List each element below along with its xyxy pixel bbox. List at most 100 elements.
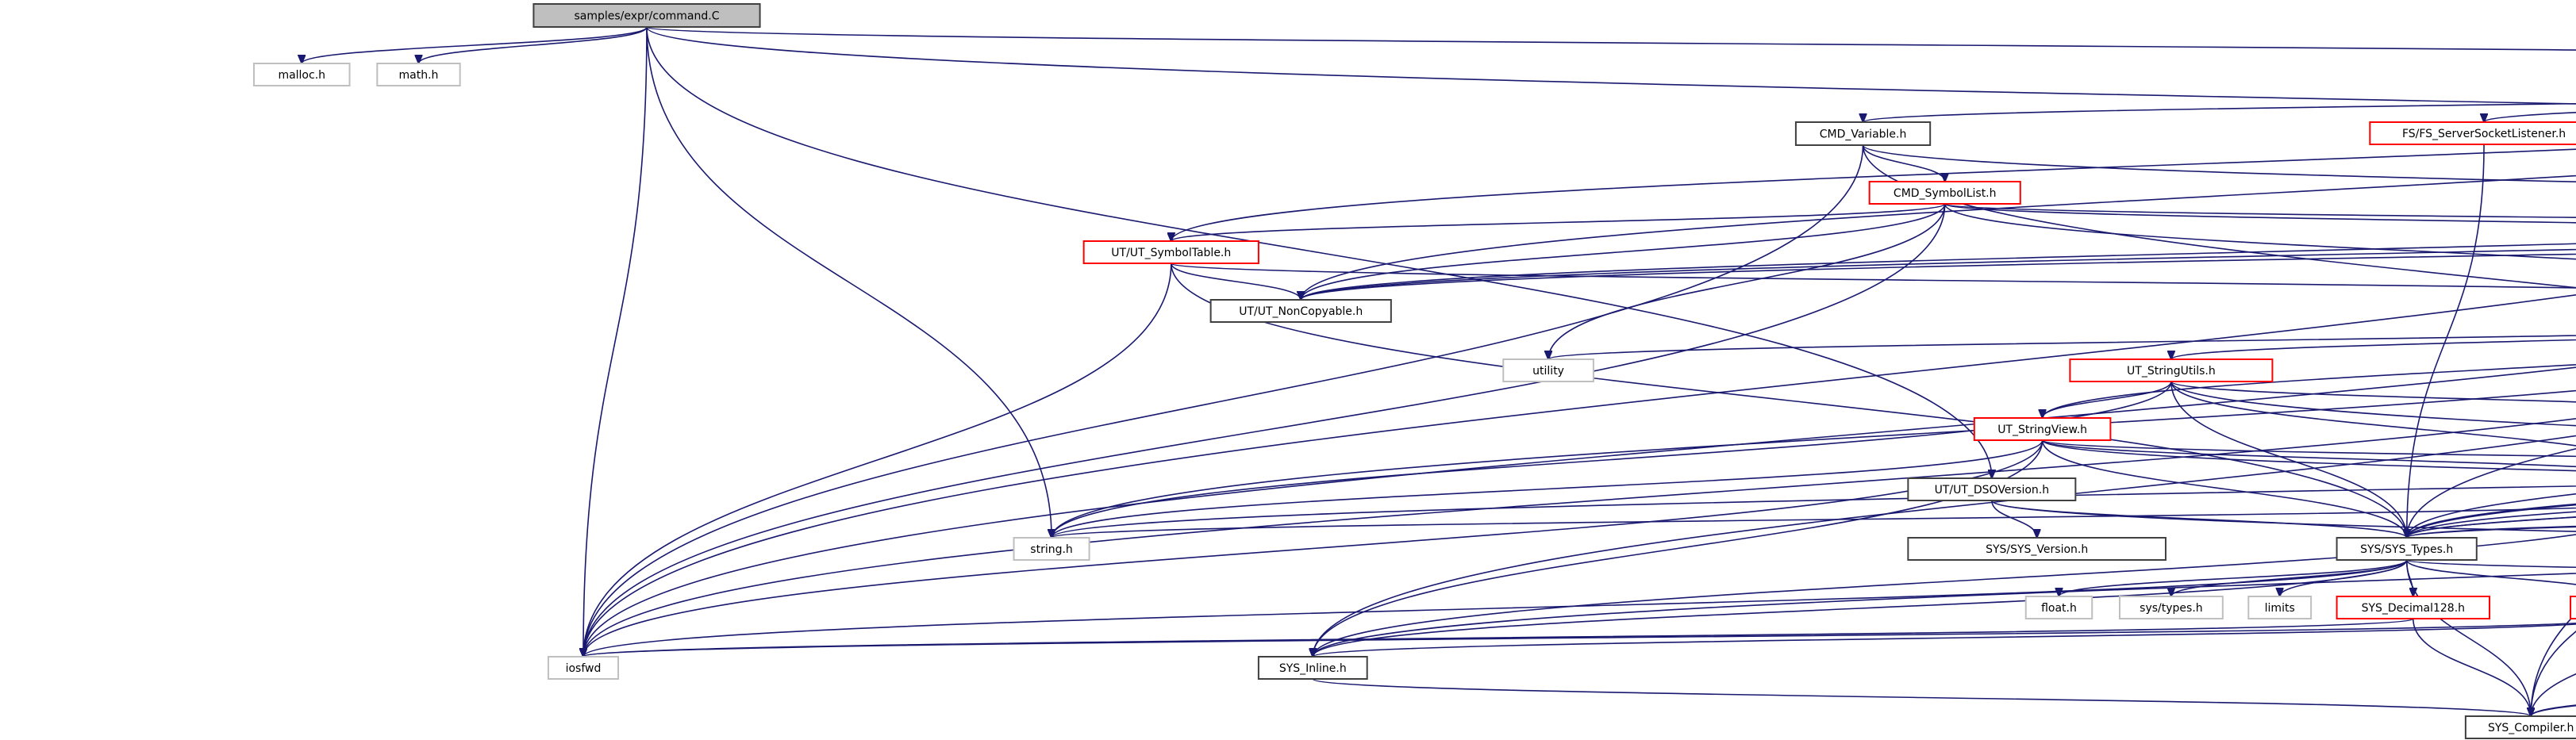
edge-symtab-to-noncopy (1170, 263, 1301, 300)
edge-dsover-to-systypes (1991, 500, 2407, 538)
node-box-fssock[interactable] (2369, 121, 2576, 145)
node-box-cmdvar[interactable] (1794, 121, 1932, 146)
node-box-utility[interactable] (1502, 358, 1594, 382)
node-label-cmdvar: CMD_Variable.h (1820, 128, 1907, 141)
node-dec128[interactable]: SYS_Decimal128.h (2336, 596, 2491, 619)
edge-strview-to-iosfwd (583, 439, 2043, 657)
node-box-systypes[interactable] (2336, 537, 2478, 561)
edge-strview-to-stringh (1052, 439, 2043, 538)
node-fssock[interactable]: FS/FS_ServerSocketListener.h (2369, 121, 2576, 145)
node-box-malloc[interactable] (252, 63, 351, 86)
edge-utstring-to-iosfwd (583, 417, 2576, 657)
edge-root-to-iosfwd (583, 26, 648, 657)
edge-strview-to-utapi (2041, 439, 2576, 472)
node-label-compiler: SYS_Compiler.h (2488, 722, 2574, 734)
node-label-symlist: CMD_SymbolList.h (1894, 187, 1997, 200)
edge-systypes-to-compiler (2405, 559, 2532, 716)
node-label-systypes: SYS/SYS_Types.h (2360, 543, 2453, 556)
node-noncopy[interactable]: UT/UT_NonCopyable.h (1209, 299, 1392, 323)
node-box-inline[interactable] (1257, 656, 1368, 680)
edge-layer (302, 26, 2576, 716)
node-box-float[interactable] (2024, 596, 2093, 619)
edge-utstring-to-strview (2043, 363, 2576, 418)
node-box-symtab[interactable] (1082, 240, 1259, 264)
node-inline[interactable]: SYS_Inline.h (1257, 656, 1368, 680)
node-symlist[interactable]: CMD_SymbolList.h (1868, 181, 2021, 205)
edge-root-to-malloc (302, 26, 648, 63)
node-strutils[interactable]: UT_StringUtils.h (2069, 358, 2274, 382)
node-label-stringh: string.h (1030, 543, 1073, 556)
node-box-systypesh[interactable] (2118, 596, 2224, 619)
edge-sysstring-to-compiler (2531, 631, 2576, 716)
edge-utstring-to-compiler (2531, 612, 2576, 716)
node-label-symtab: UT/UT_SymbolTable.h (1111, 247, 1231, 259)
edge-dsover-to-visibility (1991, 500, 2576, 532)
node-stringh[interactable]: string.h (1013, 537, 1090, 561)
node-label-fssock: FS/FS_ServerSocketListener.h (2402, 128, 2566, 140)
edge-functor-to-systypes (2407, 503, 2576, 538)
node-sysver[interactable]: SYS/SYS_Version.h (1907, 537, 2167, 561)
node-iosfwd[interactable]: iosfwd (547, 656, 620, 680)
node-systypesh[interactable]: sys/types.h (2118, 596, 2224, 619)
node-malloc[interactable]: malloc.h (252, 63, 351, 86)
node-layer: samples/expr/command.Cmalloc.hmath.hCMD/… (252, 3, 2576, 739)
node-box-root[interactable] (533, 3, 761, 28)
node-box-noncopy[interactable] (1209, 299, 1392, 323)
node-label-strview: UT_StringView.h (1997, 424, 2087, 436)
edge-sysstring-to-stringh (1052, 507, 2576, 538)
node-utility[interactable]: utility (1502, 358, 1594, 382)
node-systypes[interactable]: SYS/SYS_Types.h (2336, 537, 2478, 561)
edge-sysstring-to-inline (1313, 534, 2576, 657)
edge-root-to-cmdargs (646, 26, 2576, 105)
node-math[interactable]: math.h (376, 63, 461, 86)
node-root[interactable]: samples/expr/command.C (533, 3, 761, 28)
edge-chmgr-to-noncopy (1301, 243, 2576, 300)
edge-cmdsrc-to-noncopy (1301, 253, 2576, 300)
edge-symlist-to-utility (1548, 203, 1946, 359)
edge-chmgr-to-iosfwd (583, 366, 2576, 657)
node-dsover[interactable]: UT/UT_DSOVersion.h (1907, 477, 2077, 501)
node-compiler[interactable]: SYS_Compiler.h (2464, 715, 2576, 739)
edge-symlist-to-cmdapi (1944, 203, 2576, 219)
edge-utstring-to-utility (1548, 335, 2576, 359)
node-box-symlist[interactable] (1868, 181, 2021, 205)
edge-utstring-to-strutils (2171, 339, 2576, 359)
node-symtab[interactable]: UT/UT_SymbolTable.h (1082, 240, 1259, 264)
edge-valarr-to-stringh (1052, 485, 2576, 538)
node-label-root: samples/expr/command.C (574, 10, 719, 23)
edge-systypes-to-float (2059, 559, 2408, 596)
node-box-limits[interactable] (2247, 596, 2313, 619)
node-box-strview[interactable] (1973, 417, 2112, 441)
edge-cmdmgr-to-iosfwd (583, 294, 2576, 657)
node-label-iosfwd: iosfwd (566, 662, 602, 675)
edge-symlist-to-utstring (1944, 203, 2576, 260)
edge-parsenum-to-systypes (2407, 493, 2576, 538)
node-box-dec128[interactable] (2336, 596, 2491, 619)
edge-cmdmgr-to-symtab (1171, 148, 2576, 241)
node-box-strutils[interactable] (2069, 358, 2274, 382)
node-strview[interactable]: UT_StringView.h (1973, 417, 2112, 441)
node-box-fpreal16[interactable] (2570, 596, 2576, 619)
edge-visibility-to-compiler (2531, 705, 2576, 716)
node-box-iosfwd[interactable] (547, 656, 620, 680)
node-box-compiler[interactable] (2464, 715, 2576, 739)
node-box-math[interactable] (376, 63, 461, 86)
node-box-stringh[interactable] (1013, 537, 1090, 561)
node-float[interactable]: float.h (2024, 596, 2093, 619)
edge-strutils-to-stringh (1052, 381, 2172, 538)
edge-root-to-stringh (646, 26, 1052, 538)
edge-cmdvar-to-iosfwd (583, 144, 1864, 657)
node-limits[interactable]: limits (2247, 596, 2313, 619)
edge-dec128-to-iosfwd (583, 618, 2414, 657)
edge-strview-to-sysstring (2041, 439, 2576, 468)
node-cmdvar[interactable]: CMD_Variable.h (1794, 121, 1932, 146)
node-fpreal16[interactable]: fpreal16.h (2570, 596, 2576, 619)
node-box-dsover[interactable] (1907, 477, 2077, 501)
node-box-sysver[interactable] (1907, 537, 2167, 561)
edge-cmdvar-to-symlist (1862, 144, 1945, 182)
edge-systypes-to-fpreal16 (2405, 559, 2576, 585)
node-label-math: math.h (399, 69, 439, 82)
edge-strutils-to-systypes (2170, 381, 2407, 538)
edge-assert-to-inline (1313, 573, 2576, 657)
node-label-inline: SYS_Inline.h (1279, 662, 1347, 675)
